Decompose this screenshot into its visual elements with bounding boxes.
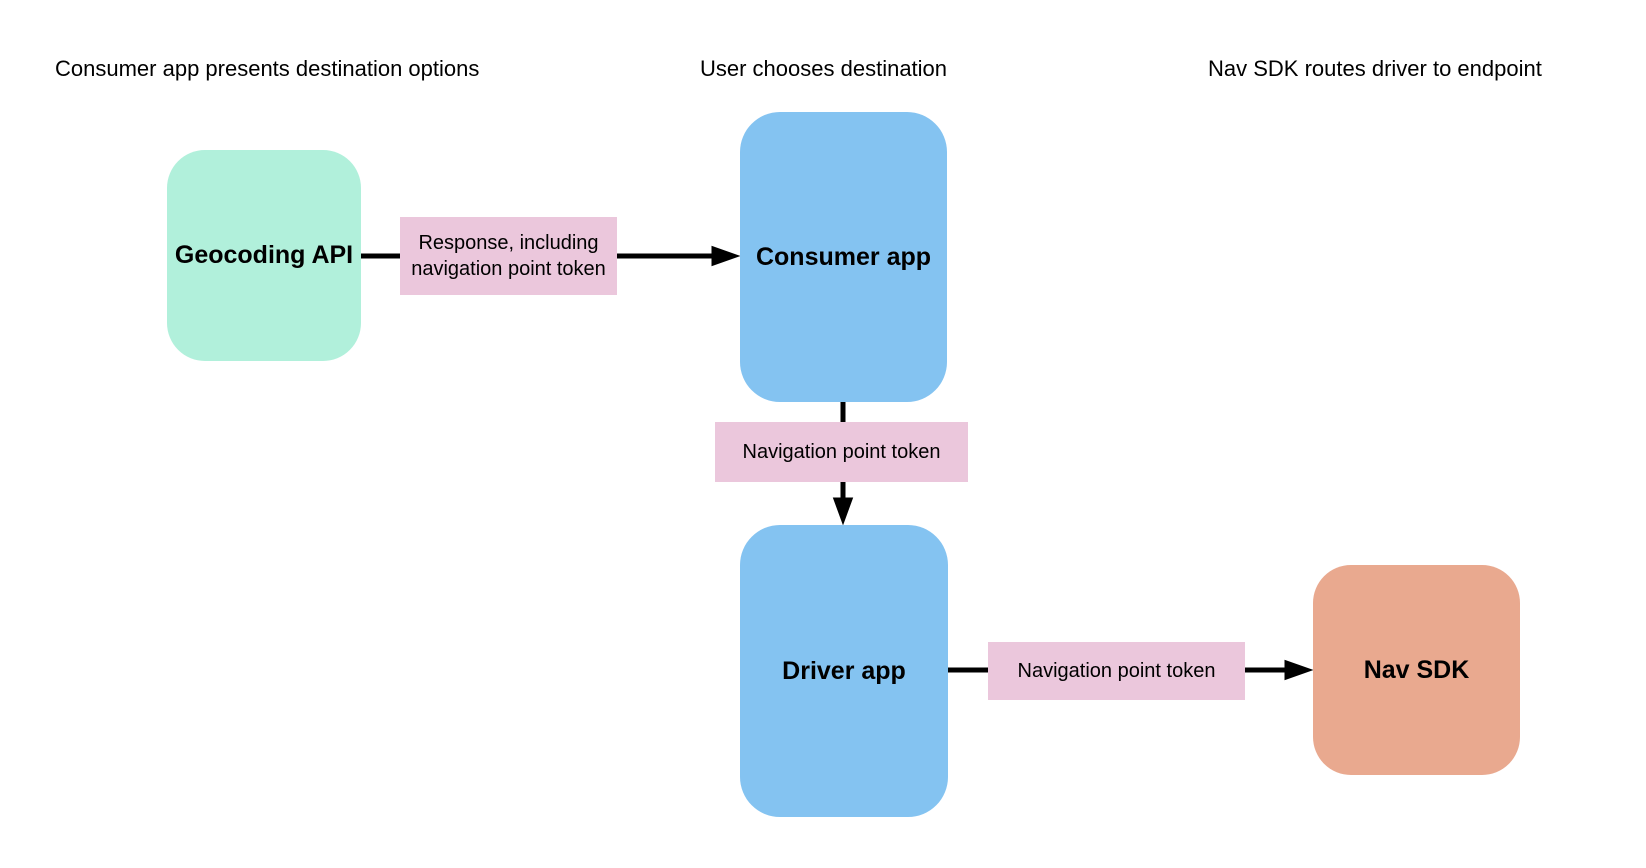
edge-label-response-including-token: Response, including navigation point tok… bbox=[400, 217, 617, 295]
node-consumer-app: Consumer app bbox=[740, 112, 947, 402]
column-header-user-chooses: User chooses destination bbox=[700, 56, 948, 81]
column-header-consumer-presents: Consumer app presents destination option… bbox=[55, 56, 480, 81]
node-label-geocoding-api: Geocoding API bbox=[174, 241, 354, 269]
arrowhead-right-icon bbox=[1284, 659, 1314, 681]
node-label-nav-sdk: Nav SDK bbox=[1363, 655, 1470, 684]
edge-label-navigation-point-token-2: Navigation point token bbox=[988, 642, 1245, 700]
node-driver-app: Driver app bbox=[740, 525, 948, 817]
arrowhead-right-icon bbox=[711, 245, 741, 267]
node-geocoding-api: Geocoding API bbox=[167, 150, 361, 361]
arrowhead-down-icon bbox=[832, 497, 854, 526]
node-label-driver-app: Driver app bbox=[782, 656, 906, 685]
edge-label-navigation-point-token-1: Navigation point token bbox=[715, 422, 968, 482]
column-header-nav-sdk-routes: Nav SDK routes driver to endpoint bbox=[1208, 56, 1542, 81]
edge-geocoding-to-consumer bbox=[361, 245, 741, 267]
node-label-consumer-app: Consumer app bbox=[755, 242, 932, 271]
node-nav-sdk: Nav SDK bbox=[1313, 565, 1520, 775]
